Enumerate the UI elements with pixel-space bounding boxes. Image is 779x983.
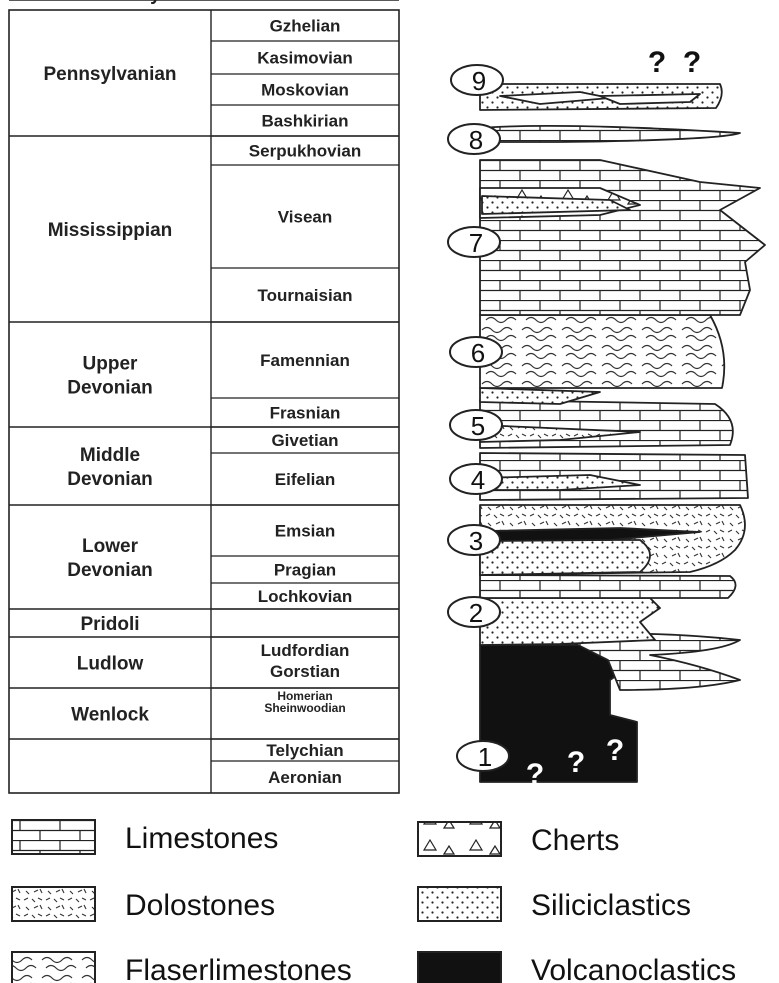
period-pridoli: Pridoli [80,614,139,635]
unit-marker-5: 5 [450,410,502,441]
period-upper-devonian: Upper [83,354,139,375]
lithologic-column: 1 2 3 4 5 6 7 8 9????? [448,46,765,791]
legend-label: Flaserlimestones [125,954,352,983]
unit-number: 7 [469,228,483,258]
flaserlimestone-unit-6 [480,315,724,388]
stage-givetian: Givetian [271,431,338,450]
unit-number: 8 [469,125,483,155]
limestone-lens-9b [600,94,700,104]
dolostone-swatch [12,887,95,921]
unit-number: 9 [472,66,486,96]
period-llandovery: Llandovery [59,0,161,5]
stage-frasnian: Frasnian [270,404,341,423]
stage-pragian: Pragian [274,561,336,580]
stage-telychian: Telychian [266,741,343,760]
stage-bashkirian: Bashkirian [262,112,349,131]
unit-marker-3: 3 [448,525,500,556]
legend-item-siliciclastic: Siliciclastics [418,887,691,922]
uncertainty-mark: ? [606,734,624,767]
unit-marker-2: 2 [448,597,500,628]
volcanoclastic-swatch [418,952,501,983]
stage-famennian: Famennian [260,351,350,370]
legend-label: Limestones [125,822,278,855]
stage-kasimovian: Kasimovian [257,49,352,68]
period-middle-devonian: Devonian [67,469,153,490]
unit-marker-1: 1 [457,741,509,772]
legend-item-flaser: Flaserlimestones [12,952,352,983]
unit-marker-8: 8 [448,124,500,155]
period-ludlow: Ludlow [77,654,144,675]
legend-item-volcanoclastic: Volcanoclastics [418,952,736,983]
stage-lochkovian: Lochkovian [258,587,352,606]
limestone-unit-7 [480,160,765,315]
unit-number: 5 [471,411,485,441]
siliciclastic-unit-3 [480,540,650,575]
stage-moskovian: Moskovian [261,81,349,100]
legend-label: Cherts [531,824,619,857]
limestone-unit-2-3 [480,575,736,598]
period-pennsylvanian: Pennsylvanian [43,64,176,85]
period-upper-devonian: Devonian [67,378,153,399]
flaser-swatch [12,952,95,983]
legend-label: Volcanoclastics [531,954,736,983]
chert-swatch [418,822,501,856]
stage-tournaisian: Tournaisian [257,286,352,305]
unit-marker-9: 9 [451,65,503,96]
legend-item-dolostone: Dolostones [12,887,275,922]
uncertainty-mark: ? [648,46,666,79]
legend-item-chert: Cherts [418,822,619,857]
unit-number: 4 [471,465,485,495]
stage-ludfordian: Ludfordian [261,641,350,660]
unit-number: 1 [478,742,492,772]
unit-marker-6: 6 [450,337,502,368]
period-lower-devonian: Lower [82,536,139,557]
period-mississippian: Mississippian [48,220,173,241]
legend-item-limestone: Limestones [12,820,278,855]
period-wenlock: Wenlock [71,705,149,726]
uncertainty-mark: ? [683,46,701,79]
legend-label: Siliciclastics [531,889,691,922]
stage-sheinwoodian: Sheinwoodian [264,701,345,715]
stage-gzhelian: Gzhelian [270,17,341,36]
stage-aeronian: Aeronian [268,768,342,787]
unit-number: 3 [469,526,483,556]
uncertainty-mark: ? [526,758,544,791]
period-lower-devonian: Devonian [67,560,153,581]
stage-emsian: Emsian [275,522,335,541]
stage-gorstian: Gorstian [270,662,340,681]
stage-visean: Visean [278,208,333,227]
chronostratigraphic-table: PennsylvanianMississippianUpperDevonianM… [9,0,399,793]
siliciclastic-unit-2 [480,598,660,645]
unit-marker-4: 4 [450,464,502,495]
limestone-swatch [12,820,95,854]
uncertainty-mark: ? [567,746,585,779]
unit-marker-7: 7 [448,227,500,258]
stage-rhuddanian: Rhuddanian [256,0,354,4]
stage-serpukhovian: Serpukhovian [249,142,361,161]
unit-number: 6 [471,338,485,368]
period-middle-devonian: Middle [80,445,140,466]
stage-eifelian: Eifelian [275,470,335,489]
limestone-lens-8 [480,126,740,142]
unit-number: 2 [469,598,483,628]
siliciclastic-swatch [418,887,501,921]
legend-label: Dolostones [125,889,275,922]
